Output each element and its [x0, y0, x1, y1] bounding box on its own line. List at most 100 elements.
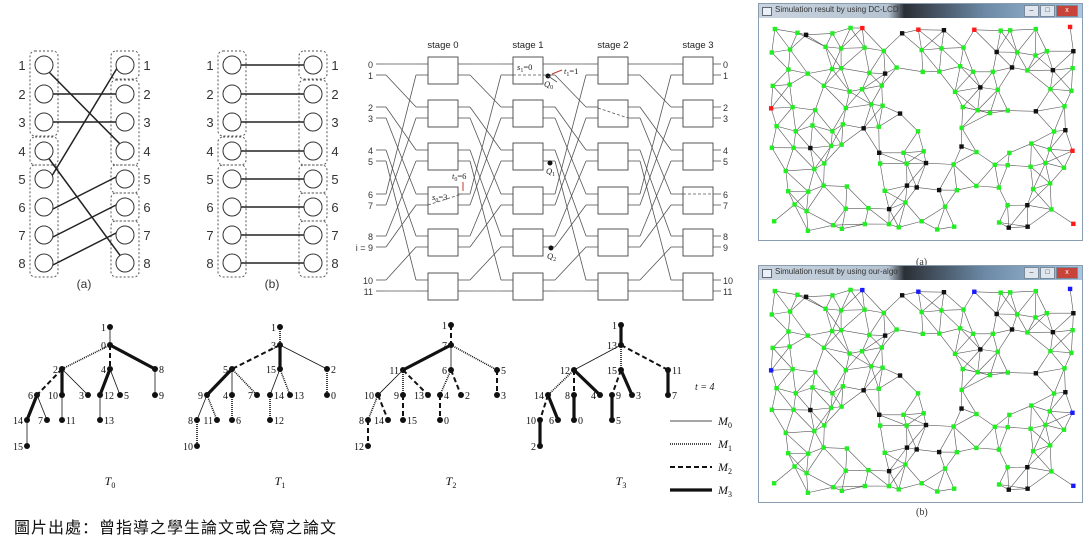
- sensor-node: [830, 484, 836, 490]
- tree-edge-M3: [619, 369, 634, 396]
- wire: [469, 74, 502, 108]
- sensor-node: [894, 327, 899, 332]
- minimize-button[interactable]: –: [1024, 267, 1039, 279]
- network-link: [832, 33, 842, 49]
- sensor-node: [1051, 129, 1057, 134]
- network-link: [776, 106, 793, 127]
- sensor-node: [830, 128, 835, 134]
- network-link: [903, 151, 924, 154]
- close-button[interactable]: x: [1056, 5, 1078, 17]
- network-link: [939, 66, 961, 72]
- network-link: [823, 447, 847, 449]
- network-link: [1030, 428, 1034, 452]
- maximize-button[interactable]: □: [1040, 267, 1055, 279]
- network-link: [776, 126, 794, 148]
- network-link: [823, 347, 847, 371]
- network-link: [918, 291, 922, 313]
- network-link: [1052, 331, 1072, 353]
- sensor-node: [951, 162, 956, 167]
- network-link: [918, 291, 944, 293]
- left-vertex: [222, 197, 242, 217]
- sensor-node: [867, 70, 872, 76]
- left-vertex-label: 2: [206, 87, 213, 102]
- network-link: [830, 393, 833, 408]
- network-link: [998, 449, 1008, 468]
- network-link: [1035, 28, 1048, 52]
- network-link: [1030, 162, 1046, 168]
- sensor-node: [1014, 50, 1020, 55]
- network-link: [785, 147, 794, 172]
- network-link: [901, 295, 922, 313]
- network-link: [921, 49, 924, 72]
- network-link: [1030, 428, 1051, 446]
- network-link: [976, 426, 996, 449]
- boundary-node: [1071, 483, 1076, 489]
- close-button[interactable]: x: [1056, 267, 1078, 279]
- left-vertex: [34, 225, 54, 245]
- sensor-node: [1028, 426, 1033, 431]
- wire: [385, 160, 417, 237]
- sensor-node: [791, 145, 796, 150]
- network-link: [1049, 130, 1066, 150]
- minimize-button[interactable]: –: [1024, 5, 1039, 17]
- network-link: [879, 414, 907, 426]
- sensor-node: [975, 370, 980, 375]
- network-link: [810, 147, 815, 170]
- network-link: [840, 289, 863, 311]
- tree-node: [571, 417, 577, 423]
- tree-node-label: 15: [266, 365, 276, 376]
- maximize-button[interactable]: □: [1040, 5, 1055, 17]
- network-link: [1045, 162, 1065, 169]
- network-link: [917, 393, 924, 414]
- sensor-node: [804, 208, 809, 214]
- network-link: [905, 202, 922, 222]
- network-link: [996, 30, 1011, 53]
- network-link: [1011, 314, 1018, 330]
- backbone-node: [923, 160, 929, 166]
- sensor-node: [848, 287, 853, 293]
- network-link: [863, 126, 879, 129]
- network-link: [793, 147, 815, 170]
- network-link: [789, 32, 798, 50]
- network-link: [806, 453, 809, 474]
- network-link: [998, 467, 1008, 485]
- network-link: [869, 50, 885, 74]
- sensor-node: [795, 292, 800, 297]
- sensor-node: [1028, 164, 1033, 169]
- network-link: [841, 485, 865, 492]
- sensor-node: [829, 66, 835, 72]
- sensor-node: [879, 83, 884, 88]
- network-link: [989, 372, 1008, 376]
- sensor-node: [787, 309, 793, 314]
- wire: [469, 149, 502, 237]
- boundary-node: [768, 368, 774, 373]
- network-link: [954, 91, 978, 111]
- network-link: [772, 347, 793, 370]
- left-vertex-label: 4: [206, 144, 213, 159]
- tree-node: [229, 392, 235, 398]
- switch-box: [597, 142, 629, 171]
- network-link: [905, 185, 908, 203]
- network-link: [961, 408, 977, 415]
- backbone-node: [1033, 109, 1039, 114]
- network-link: [884, 190, 890, 210]
- sensor-node: [1047, 181, 1053, 186]
- sensor-node: [903, 200, 908, 205]
- sensor-node: [1033, 315, 1038, 320]
- right-vertex-label: 6: [331, 200, 338, 215]
- network-link: [772, 346, 790, 349]
- network-link: [825, 46, 833, 70]
- boundary-node: [1067, 24, 1073, 30]
- boundary-node: [972, 27, 977, 32]
- network-link: [823, 330, 833, 348]
- wire: [554, 74, 587, 108]
- left-vertex: [34, 253, 54, 273]
- network-link: [898, 202, 906, 228]
- sensor-node: [961, 307, 966, 312]
- network-link: [1052, 329, 1073, 333]
- wire: [639, 117, 672, 206]
- network-link: [806, 295, 833, 298]
- network-link: [841, 47, 865, 49]
- tree-edge-M2: [450, 369, 462, 396]
